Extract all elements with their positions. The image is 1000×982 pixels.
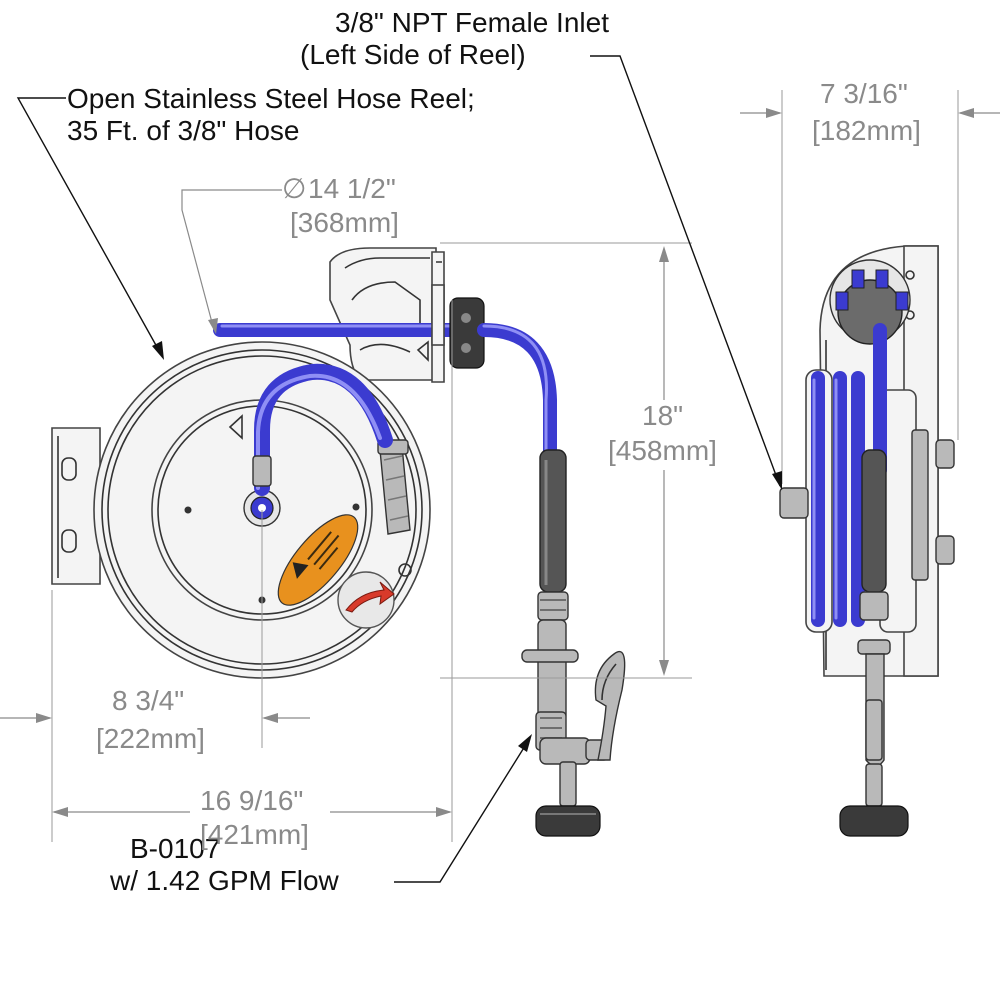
rotation-arrow-badge (337, 571, 395, 629)
npt-inlet-fitting (779, 487, 809, 519)
height-metric: [458mm] (608, 435, 717, 466)
inlet-callout-line-2: (Left Side of Reel) (300, 39, 526, 70)
center-offset-metric: [222mm] (96, 723, 205, 754)
side-width-imperial: 7 3/16" (820, 78, 908, 109)
side-view (779, 245, 955, 837)
spray-valve (521, 619, 626, 837)
dimension-lines (0, 90, 1000, 842)
center-offset-imperial: 8 3/4" (112, 685, 184, 716)
overall-width-metric: [421mm] (200, 819, 309, 850)
callout-leaders (16, 55, 782, 883)
center-swivel (243, 489, 281, 527)
reel-callout-line-2: 35 Ft. of 3/8" Hose (67, 115, 300, 146)
overall-width-imperial: 16 9/16" (200, 785, 303, 816)
diameter-imperial: 14 1/2" (308, 173, 396, 204)
diameter-symbol: ∅ (282, 173, 306, 204)
hose-swivel-cap (431, 284, 485, 369)
diameter-metric: [368mm] (290, 207, 399, 238)
upper-bracket (329, 247, 445, 383)
reel-callout-line-1: Open Stainless Steel Hose Reel; (67, 83, 475, 114)
caution-label (277, 514, 359, 606)
wall-mount-plate (51, 427, 101, 585)
strain-relief (539, 449, 567, 593)
height-imperial: 18" (642, 400, 683, 431)
valve-callout-line-2: w/ 1.42 GPM Flow (109, 865, 340, 896)
inlet-callout-line-1: 3/8" NPT Female Inlet (335, 7, 609, 38)
valve-callout-line-1: B-0107 (130, 833, 220, 864)
side-width-metric: [182mm] (812, 115, 921, 146)
